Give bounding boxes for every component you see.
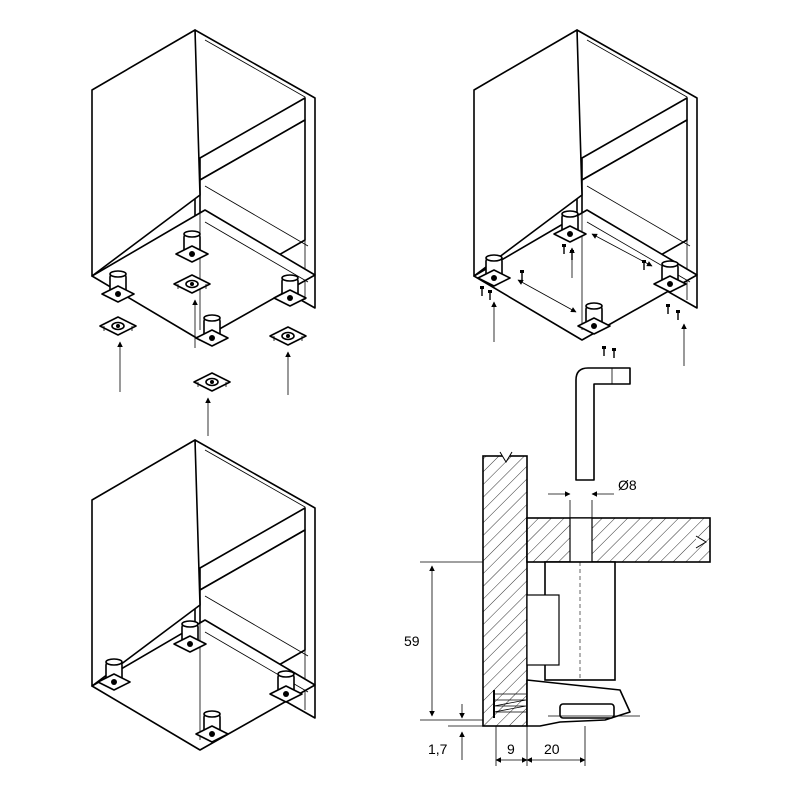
insert-arrow [491,247,687,366]
cabinet-step-1 [91,29,316,436]
section-detail: Ø8 59 1,7 9 20 [404,367,711,766]
gap-label: 1,7 [428,741,448,757]
side-panel-section [482,455,528,727]
distance-arrow [517,233,653,313]
cabinet-step-3 [473,29,698,366]
insert-arrow [117,299,291,436]
allen-key-icon [575,367,631,481]
diameter-label: Ø8 [618,477,637,493]
offset-a-label: 9 [507,741,515,757]
bottom-panel-section [526,517,711,563]
foot-plate [526,679,631,727]
height-label: 59 [404,633,420,649]
screw [493,690,527,718]
offset-b-label: 20 [544,741,560,757]
cabinet-step-2 [91,439,316,751]
